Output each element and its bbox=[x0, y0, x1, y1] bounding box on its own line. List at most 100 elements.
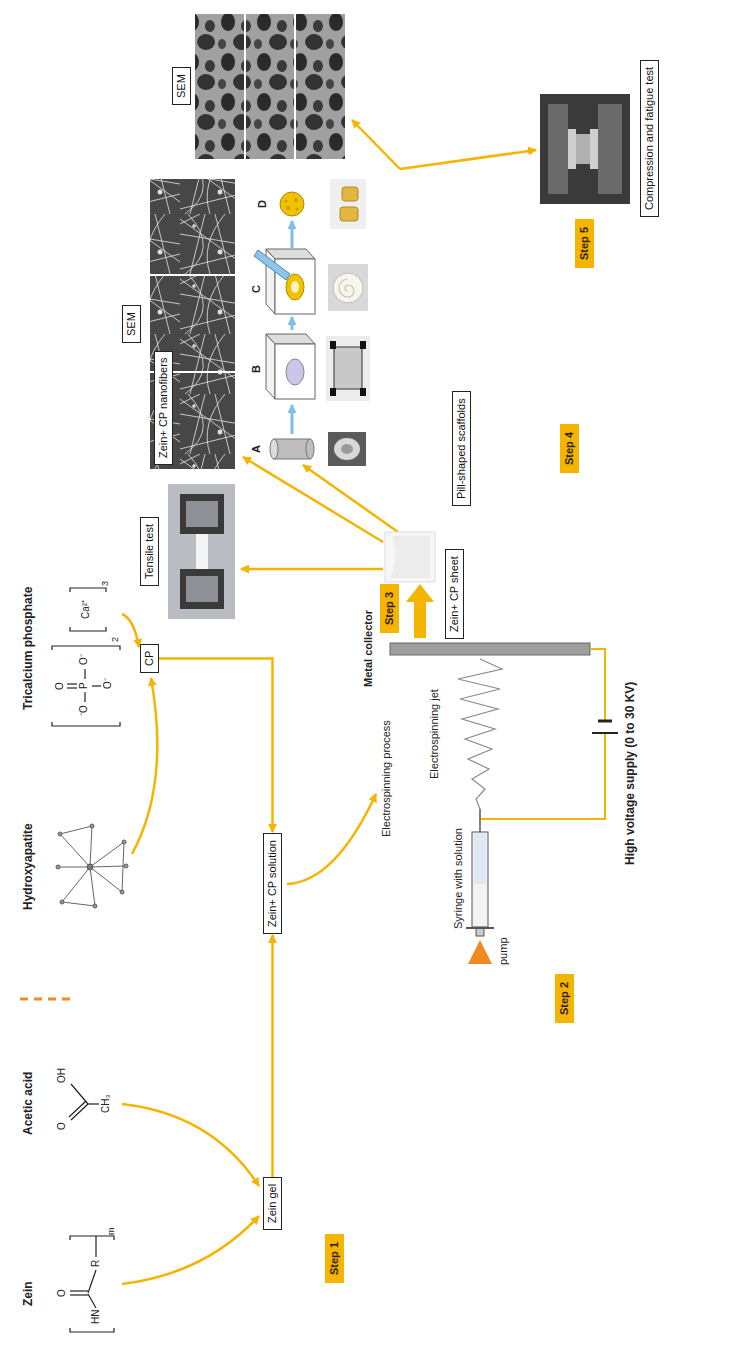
flow-connector bbox=[159, 659, 273, 833]
pill-fabrication-steps-part bbox=[360, 388, 366, 396]
electrospinning-setup-part bbox=[472, 832, 488, 927]
process-box: Zein gel bbox=[263, 1177, 282, 1230]
pill-fabrication-steps-part bbox=[266, 249, 315, 259]
product-box: Pill-shaped scaffolds bbox=[452, 391, 471, 506]
nanofiber-sem-part bbox=[150, 179, 235, 469]
step-letter: C bbox=[250, 285, 263, 293]
pill-fabrication-steps-part bbox=[285, 200, 288, 203]
hydroxyapatite-structure-part bbox=[90, 866, 126, 867]
zein-formula-part bbox=[70, 1294, 88, 1295]
pill-fabrication-steps-part bbox=[254, 250, 290, 280]
electrospinning-setup-part bbox=[598, 720, 612, 723]
pill-fabrication-steps-part bbox=[274, 439, 310, 459]
acetic-acid-formula-part bbox=[71, 1084, 88, 1104]
step-letter: A bbox=[250, 445, 263, 453]
atom-label: O⁻ bbox=[102, 678, 114, 689]
pill-fabrication-steps-part bbox=[275, 344, 315, 399]
atom-label: Ca²⁺ bbox=[80, 600, 92, 619]
electrospinning-setup-part bbox=[476, 928, 484, 936]
node-text: Zein+ CP solution bbox=[266, 840, 279, 927]
hydroxyapatite-structure-part bbox=[93, 904, 97, 908]
pill-fabrication-steps-part bbox=[330, 388, 336, 396]
step-badge: Step 3 bbox=[380, 584, 399, 633]
atom-label: O⁻ bbox=[78, 654, 90, 665]
hydroxyapatite-structure-part bbox=[62, 867, 90, 902]
pill-fabrication-steps-part bbox=[296, 208, 299, 211]
zein-formula-part bbox=[88, 1270, 96, 1293]
atom-label: CH₃ bbox=[100, 1094, 112, 1113]
pill-fabrication-steps-part bbox=[294, 198, 298, 202]
electrospinning-setup-part bbox=[481, 649, 605, 819]
part-label: pump bbox=[497, 937, 510, 965]
electrospinning-setup-part bbox=[592, 732, 618, 734]
flow-arrows-part bbox=[132, 678, 157, 854]
zein-formula-part bbox=[70, 1328, 114, 1332]
node-text: SEM bbox=[125, 312, 138, 336]
acetic-acid-formula-part bbox=[88, 1103, 99, 1104]
pill-fabrication-steps-part bbox=[286, 206, 290, 210]
process-box: CP bbox=[140, 644, 159, 673]
nanofiber-sem bbox=[150, 179, 235, 469]
node-text: Step 3 bbox=[383, 592, 396, 625]
pill-fabrication-steps-part bbox=[291, 281, 299, 293]
product-box: Zein+ CP sheet bbox=[445, 549, 464, 639]
hydroxyapatite-structure-part bbox=[90, 867, 122, 892]
atom-label: O bbox=[56, 1289, 68, 1297]
tensile-test-photo-part bbox=[180, 569, 224, 609]
pill-fabrication-steps-part bbox=[328, 264, 368, 311]
scaffold-sem-part bbox=[294, 14, 296, 159]
flow-arrows-part bbox=[122, 614, 139, 647]
pill-fabrication-steps-part bbox=[339, 279, 354, 297]
tcp-formula-part bbox=[84, 692, 85, 702]
tcp-formula-part bbox=[52, 722, 120, 726]
pill-fabrication-steps-part bbox=[328, 432, 366, 466]
zein-formula-part bbox=[88, 1294, 96, 1308]
step-badge: Step 5 bbox=[575, 219, 594, 268]
hydroxyapatite-structure-part bbox=[124, 864, 128, 868]
tcp-formula bbox=[52, 588, 120, 726]
pill-fabrication-steps-part bbox=[360, 341, 366, 349]
flow-arrows-part bbox=[243, 457, 383, 542]
pill-fabrication-steps-part bbox=[266, 334, 275, 399]
node-text: Step 2 bbox=[558, 982, 571, 1015]
sem-label: SEM bbox=[172, 67, 191, 105]
tcp-formula-part bbox=[67, 687, 77, 688]
hydroxyapatite-structure-part bbox=[56, 865, 60, 869]
flow-arrows-part bbox=[352, 120, 400, 169]
node-text: Pill-shaped scaffolds bbox=[455, 398, 468, 499]
hydroxyapatite-structure-part bbox=[62, 902, 95, 906]
hydroxyapatite-structure-part bbox=[60, 834, 90, 867]
part-label: Syringe with solution bbox=[452, 828, 465, 929]
atom-label: ⁻O bbox=[78, 705, 90, 716]
tcp-formula-part bbox=[84, 669, 85, 679]
pill-fabrication-steps-part bbox=[330, 341, 336, 349]
zein-formula bbox=[70, 1236, 114, 1332]
hydroxyapatite-structure-part bbox=[90, 842, 124, 867]
hydroxyapatite-structure-part bbox=[90, 867, 95, 906]
node-text: Zein+ CP nanofibers bbox=[157, 358, 170, 458]
atom-label: O bbox=[54, 682, 66, 690]
electrospinning-setup-part bbox=[474, 833, 486, 884]
part-label: Electrospinning jet bbox=[428, 689, 441, 779]
pill-fabrication-steps-part bbox=[333, 273, 363, 303]
tensile-test-photo bbox=[168, 484, 235, 619]
pill-fabrication-steps-part bbox=[340, 207, 358, 221]
compression-test-photo bbox=[540, 94, 630, 204]
flow-arrows-part bbox=[122, 1104, 259, 1186]
compound-name: Tricalcium phosphate bbox=[22, 587, 36, 710]
pill-fabrication-steps-part bbox=[291, 405, 294, 434]
node-text: Step 4 bbox=[563, 432, 576, 465]
sheet-transfer-part bbox=[406, 584, 434, 638]
process-box: Zein+ CP solution bbox=[263, 833, 282, 934]
tcp-formula-part bbox=[70, 627, 106, 631]
compression-test-photo-part bbox=[540, 94, 630, 204]
sheet-transfer-part bbox=[385, 532, 435, 582]
pill-fabrication-steps-part bbox=[280, 192, 304, 216]
process-label: Electrospinning process bbox=[380, 720, 393, 837]
tcp-formula-part bbox=[52, 646, 120, 650]
node-text: Step 5 bbox=[578, 227, 591, 260]
flow-connector bbox=[271, 935, 274, 1177]
compression-test-photo-part bbox=[568, 129, 576, 169]
hydroxyapatite-structure-part bbox=[87, 864, 93, 870]
electrospinning-setup-part bbox=[390, 643, 590, 655]
